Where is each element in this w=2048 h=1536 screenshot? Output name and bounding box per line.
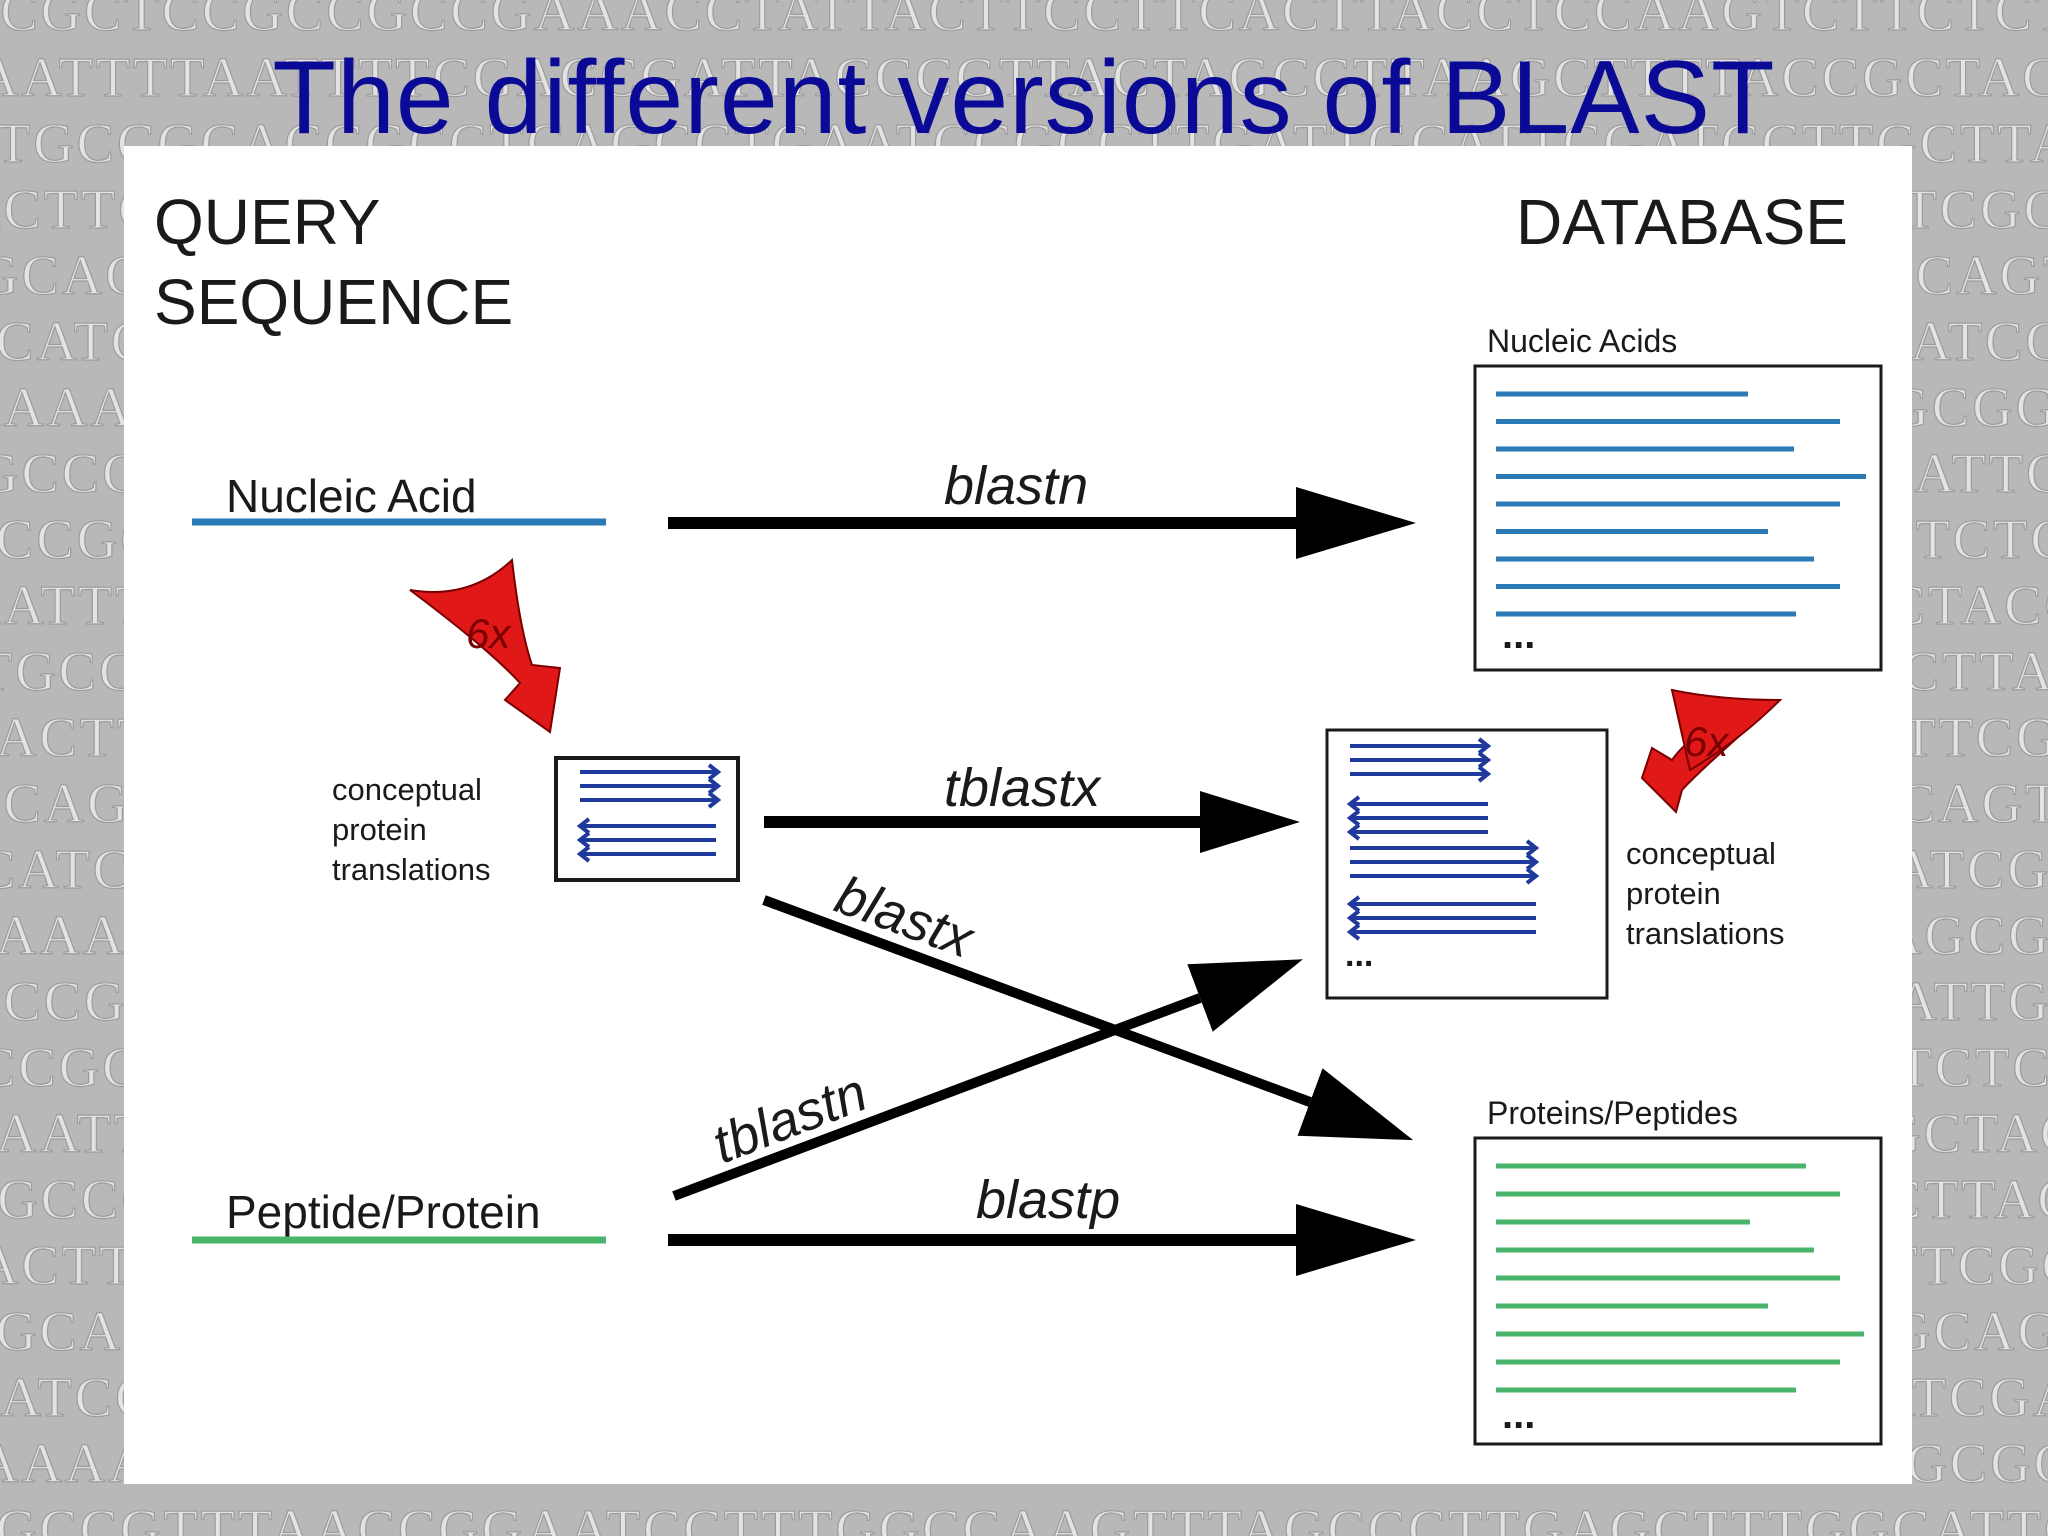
database-heading: DATABASE [1516,186,1848,258]
db-translation-frames [1346,737,1540,941]
frame-forward-chevron [707,777,722,795]
texture-row: AATTTTAATTTTCGACCGATTACCCGTTACTAGCCTTAAG… [0,47,2048,109]
db-translation-ellipsis: ... [1345,936,1373,974]
six-frame-label-query: 6x [466,610,512,657]
db-translation-label-1: conceptual [1626,836,1776,871]
db-translation-label-3: translations [1626,916,1785,951]
slide-title: The different versions of BLAST [272,40,1776,156]
db-protein-box [1473,1136,1883,1446]
db-nucleic-box [1473,364,1883,672]
blastx-arrow [762,895,1414,1141]
blastn-label: blastn [944,456,1088,516]
db-translation-label-2: protein [1626,876,1721,911]
frame-reverse-chevron [1346,795,1361,813]
frame-forward-chevron [1477,751,1492,769]
frame-forward-chevron [1525,839,1540,857]
frame-forward-chevron [1477,737,1492,755]
texture-row: CCGCTCCGCCGCCGAAACCTATTACTTCCTTCACTTACCT… [0,0,2048,43]
frame-reverse-chevron [576,817,591,835]
query-translation-label-3: translations [332,852,491,887]
frame-forward-chevron [1525,853,1540,871]
six-frame-arrow-query: 6x [409,557,562,734]
frame-forward-chevron [707,763,722,781]
frame-reverse-chevron [1346,923,1361,941]
db-nucleic-ellipsis: ... [1502,613,1535,657]
tblastn-label: tblastn [705,1062,875,1175]
db-protein-title: Proteins/Peptides [1487,1095,1738,1131]
db-nucleic-sequences [1496,391,1866,617]
texture-row: GCCGTTTAACCGGAATCCTTTGGCCAAGTTTAGCCCTTGA… [0,1499,2048,1536]
query-heading-line1: QUERY [154,186,380,258]
frame-reverse-chevron [1346,895,1361,913]
frame-reverse-chevron [576,831,591,849]
frame-reverse-chevron [1346,823,1361,841]
frame-reverse-chevron [576,845,591,863]
query-heading-line2: SEQUENCE [154,266,513,338]
frame-forward-chevron [1477,765,1492,783]
tblastn-arrow [672,959,1303,1201]
db-nucleic-title: Nucleic Acids [1487,323,1677,359]
six-frame-label-database: 6x [1684,718,1730,765]
frame-reverse-chevron [1346,809,1361,827]
query-translation-label-2: protein [332,812,427,847]
tblastx-label: tblastx [944,758,1102,818]
frame-forward-chevron [707,791,722,809]
query-translation-frames [576,763,722,863]
query-peptide-label: Peptide/Protein [226,1186,541,1238]
six-frame-arrow-database: 6x [1640,688,1783,814]
blastp-label: blastp [976,1170,1120,1230]
frame-reverse-chevron [1346,909,1361,927]
db-protein-sequences [1496,1163,1864,1393]
query-translation-label-1: conceptual [332,772,482,807]
db-protein-ellipsis: ... [1502,1393,1535,1437]
frame-forward-chevron [1525,867,1540,885]
query-nucleic-label: Nucleic Acid [226,470,477,522]
